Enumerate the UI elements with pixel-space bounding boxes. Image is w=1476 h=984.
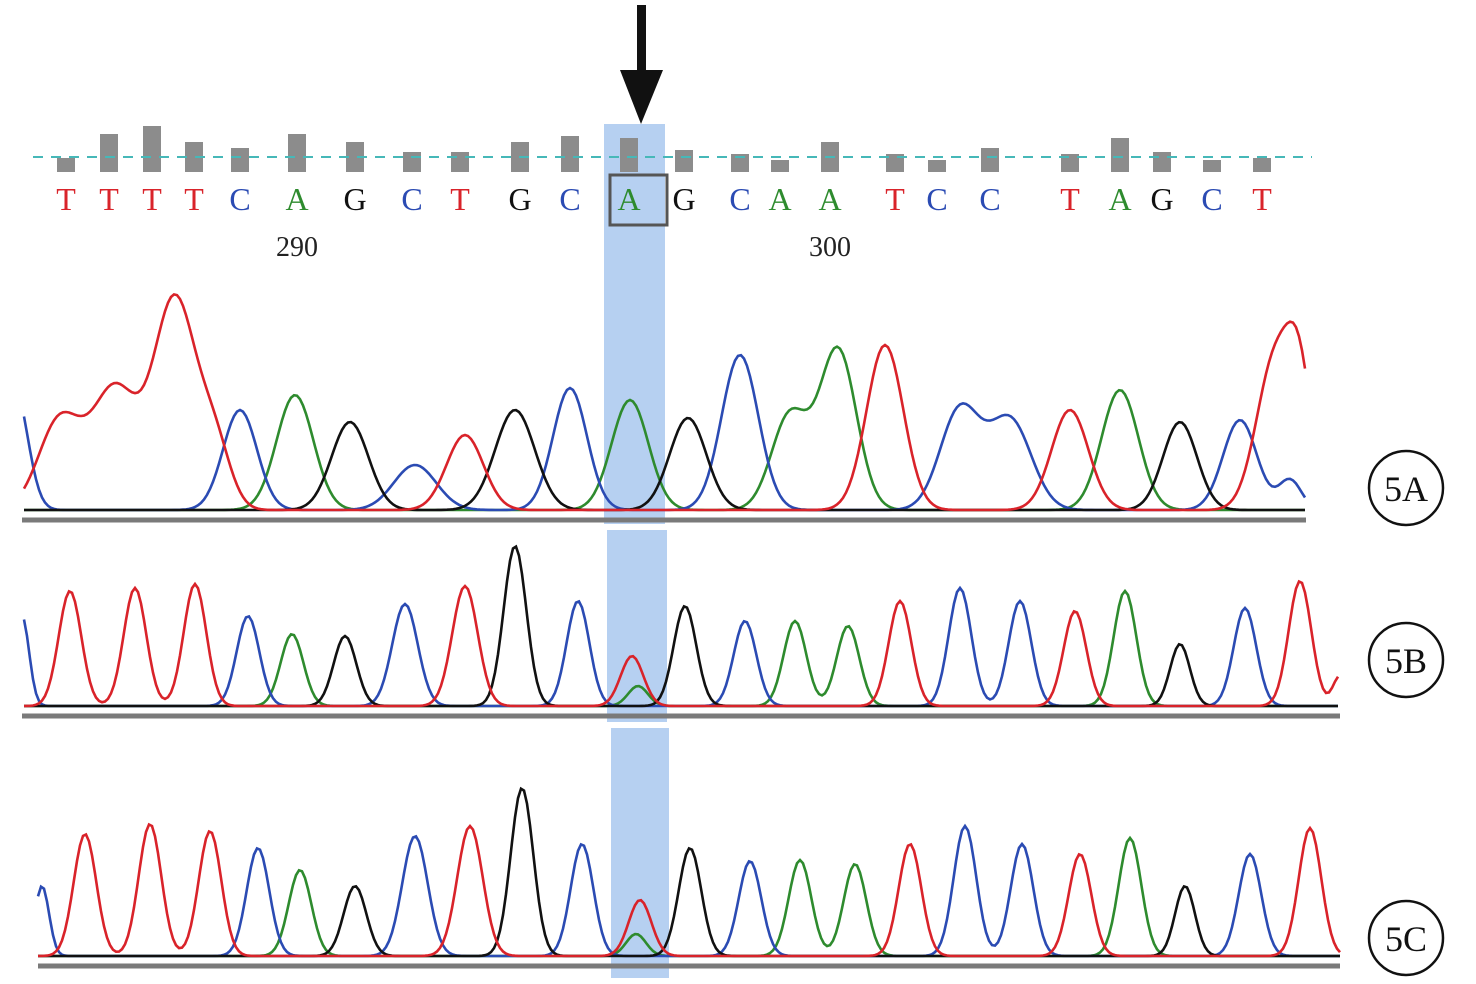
base-call-t: T xyxy=(1060,181,1080,217)
panel-label-5b: 5B xyxy=(1385,641,1427,681)
base-call-g: G xyxy=(508,181,531,217)
quality-bar xyxy=(100,134,118,172)
base-call-g: G xyxy=(672,181,695,217)
quality-bar xyxy=(57,158,75,172)
called-base-box xyxy=(608,173,669,227)
highlight-band-bottom xyxy=(611,728,669,978)
quality-bar xyxy=(771,160,789,172)
quality-bar xyxy=(675,150,693,172)
down-arrow-icon xyxy=(620,5,663,124)
base-call-a: A xyxy=(818,181,841,217)
base-call-c: C xyxy=(229,181,250,217)
panel-label-5c: 5C xyxy=(1385,919,1427,959)
quality-bar xyxy=(288,134,306,172)
trace-t xyxy=(22,292,1307,512)
highlight-band-middle xyxy=(607,530,667,722)
base-call-c: C xyxy=(1201,181,1222,217)
chromatogram-panel-5b: 5B xyxy=(22,544,1445,719)
panel-label-5a: 5A xyxy=(1384,469,1428,509)
quality-bar xyxy=(731,154,749,172)
quality-bar xyxy=(928,160,946,172)
trace-c xyxy=(22,585,1338,708)
base-call-a: A xyxy=(285,181,308,217)
quality-bar xyxy=(403,152,421,172)
position-label: 300 xyxy=(809,232,851,263)
base-call-t: T xyxy=(1252,181,1272,217)
base-call-a: A xyxy=(1108,181,1131,217)
quality-bar xyxy=(981,148,999,172)
chromatogram-panel-5c: 5C xyxy=(36,786,1445,977)
panel-label-circle xyxy=(1367,621,1445,699)
base-call-c: C xyxy=(926,181,947,217)
quality-bar xyxy=(231,148,249,172)
quality-bar xyxy=(346,142,364,172)
trace-g xyxy=(38,786,1340,958)
quality-bars xyxy=(57,126,1271,172)
quality-bar xyxy=(886,154,904,172)
quality-bar xyxy=(561,136,579,172)
base-call-t: T xyxy=(450,181,470,217)
position-label: 290 xyxy=(276,232,318,263)
quality-bar xyxy=(185,142,203,172)
highlight-band-top xyxy=(604,124,665,524)
trace-t xyxy=(23,579,1340,708)
quality-bar xyxy=(620,138,638,172)
panel-label-circle xyxy=(1367,899,1445,977)
quality-bar xyxy=(1111,138,1129,172)
trace-t xyxy=(37,822,1341,958)
base-call-t: T xyxy=(885,181,905,217)
quality-bar xyxy=(1061,154,1079,172)
base-call-c: C xyxy=(979,181,1000,217)
quality-bar xyxy=(1153,152,1171,172)
base-call-t: T xyxy=(184,181,204,217)
base-call-c: C xyxy=(401,181,422,217)
chromatogram-panel-5a: 5A xyxy=(22,292,1445,527)
quality-bar xyxy=(451,152,469,172)
base-call-c: C xyxy=(559,181,580,217)
trace-a xyxy=(24,588,1338,708)
base-call-c: C xyxy=(729,181,750,217)
base-call-a: A xyxy=(617,181,640,217)
base-call-a: A xyxy=(768,181,791,217)
highlight-column xyxy=(604,124,669,978)
trace-g xyxy=(24,544,1338,708)
quality-bar xyxy=(143,126,161,172)
quality-bar xyxy=(1203,160,1221,172)
position-labels: 290 300 xyxy=(276,232,851,263)
quality-bar xyxy=(1253,158,1271,172)
base-call-t: T xyxy=(56,181,76,217)
base-call-g: G xyxy=(1150,181,1173,217)
trace-c xyxy=(36,823,1340,958)
trace-g xyxy=(24,408,1305,512)
base-call-t: T xyxy=(99,181,119,217)
panel-label-circle xyxy=(1367,449,1445,527)
base-call-t: T xyxy=(142,181,162,217)
base-call-g: G xyxy=(343,181,366,217)
